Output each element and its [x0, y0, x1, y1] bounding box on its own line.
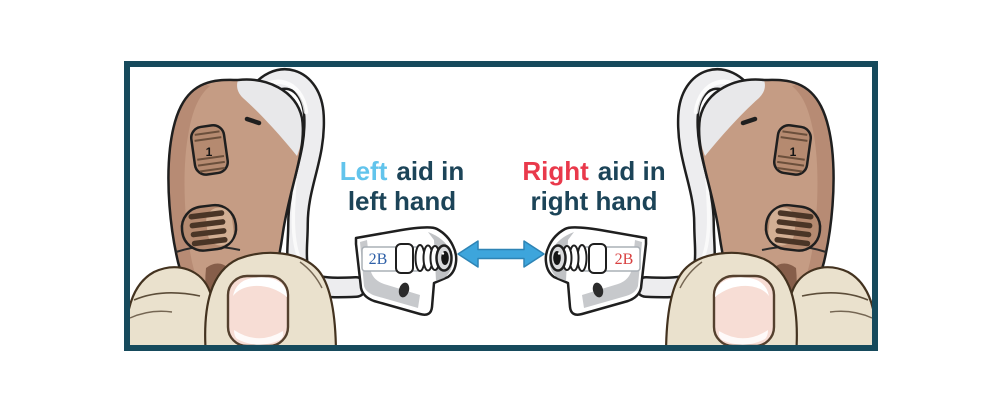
left-caption-rest: aid in — [396, 156, 464, 186]
right-volume-dial-label: 1 — [790, 145, 797, 159]
right-caption-rest: aid in — [598, 156, 666, 186]
frame-border — [124, 61, 878, 351]
left-caption-highlight: Left — [340, 156, 388, 186]
left-caption-line2: left hand — [348, 186, 456, 216]
swap-arrow-icon — [457, 240, 545, 268]
left-earmold-label: 2B — [369, 251, 388, 268]
right-earmold-label: 2B — [615, 251, 634, 268]
right-caption-highlight: Right — [522, 156, 589, 186]
left-caption-line1: Left aid in — [340, 156, 465, 186]
left-volume-dial-label: 1 — [206, 145, 213, 159]
right-hearing-aid-illustration — [546, 79, 876, 356]
left-hearing-aid-illustration — [126, 79, 456, 356]
right-caption-line1: Right aid in — [522, 156, 665, 186]
right-caption-line2: right hand — [530, 186, 657, 216]
